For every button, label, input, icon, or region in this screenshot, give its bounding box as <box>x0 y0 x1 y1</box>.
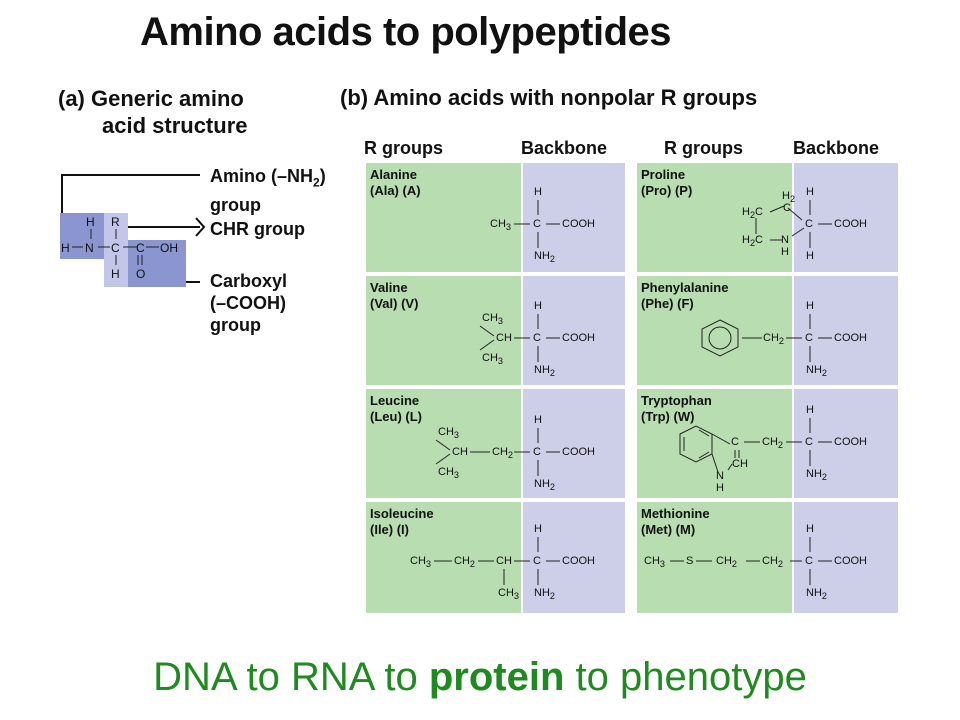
phe-backbone <box>794 276 898 385</box>
backbone-header-1: Backbone <box>521 138 608 158</box>
carboxyl-group-label: Carboxyl (–COOH) group <box>210 271 288 335</box>
r-groups-header-1: R groups <box>364 138 443 158</box>
bottom-caption: DNA to RNA to protein to phenotype <box>153 655 807 699</box>
r-groups-header-2: R groups <box>664 138 743 158</box>
backbone-header-2: Backbone <box>793 138 880 158</box>
leu-r-group: Leucine(Leu) (L) <box>366 389 521 498</box>
val-r-group: Valine(Val) (V) <box>366 276 521 385</box>
part-a-line2: acid structure <box>102 113 248 138</box>
val-backbone <box>523 276 625 385</box>
ile-backbone <box>523 502 625 613</box>
part-a-line1: (a) Generic amino <box>58 86 244 111</box>
pro-backbone <box>794 163 898 272</box>
chr-group-label: CHR group <box>210 219 305 239</box>
trp-r-group: Tryptophan(Trp) (W) <box>637 389 792 498</box>
met-r-group: Methionine(Met) (M) <box>637 502 792 613</box>
page-title: Amino acids to polypeptides <box>140 10 672 54</box>
ile-r-group: Isoleucine(Ile) (I) <box>366 502 521 613</box>
part-b-heading: (b) Amino acids with nonpolar R groups <box>340 85 758 110</box>
leu-backbone <box>523 389 625 498</box>
met-backbone <box>794 502 898 613</box>
amino-acid-table: Alanine(Ala) (A) Valine(Val) (V) Leucine… <box>366 163 898 613</box>
ala-r-group: Alanine(Ala) (A) <box>366 163 521 272</box>
phe-r-group: Phenylalanine(Phe) (F) <box>637 276 792 385</box>
amino-group-label: Amino (–NH2) group <box>210 166 326 215</box>
pro-r-group: Proline(Pro) (P) <box>637 163 792 272</box>
ala-backbone <box>523 163 625 272</box>
part-a-heading: (a) Generic amino acid structure <box>58 85 248 139</box>
trp-backbone <box>794 389 898 498</box>
